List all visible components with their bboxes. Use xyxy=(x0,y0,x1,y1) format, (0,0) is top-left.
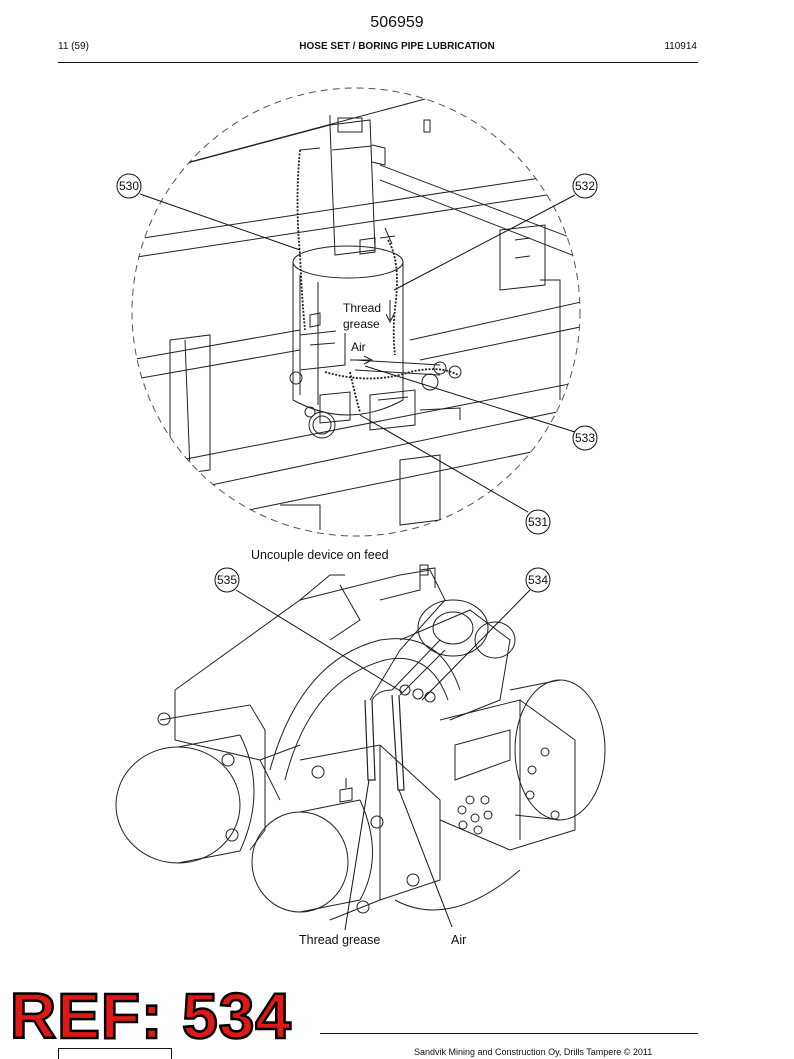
callout-532: 532 xyxy=(572,173,598,199)
callout-531: 531 xyxy=(525,509,551,535)
footer-rule xyxy=(320,1033,698,1034)
callout-535: 535 xyxy=(214,567,240,593)
ref-stamp: REF: 534 xyxy=(9,980,292,1052)
label-thread: Thread xyxy=(343,301,381,315)
label-grease: grease xyxy=(343,317,380,331)
svg-text:534: 534 xyxy=(528,573,548,587)
header-rule xyxy=(58,62,698,63)
callout-533: 533 xyxy=(572,425,598,451)
detail-circle xyxy=(131,87,581,537)
main-view: Uncouple device on feed xyxy=(115,548,606,947)
svg-text:530: 530 xyxy=(119,179,139,193)
footer-copyright: Sandvik Mining and Construction Oy, Dril… xyxy=(414,1047,653,1057)
svg-text:531: 531 xyxy=(528,515,548,529)
label-thread-grease: Thread grease xyxy=(299,933,380,947)
svg-text:535: 535 xyxy=(217,573,237,587)
svg-text:532: 532 xyxy=(575,179,595,193)
main-view-caption: Uncouple device on feed xyxy=(251,548,389,562)
revision-code: 110914 xyxy=(664,41,697,52)
section-title: HOSE SET / BORING PIPE LUBRICATION xyxy=(299,41,495,52)
label-air-main: Air xyxy=(451,933,466,947)
detail-view: Thread grease Air 530 532 533 531 xyxy=(116,87,598,537)
svg-text:533: 533 xyxy=(575,431,595,445)
callout-530: 530 xyxy=(116,173,142,199)
sandvik-logo xyxy=(58,1048,172,1059)
callout-534: 534 xyxy=(525,567,551,593)
document-number: 506959 xyxy=(370,14,424,31)
label-air: Air xyxy=(351,340,366,354)
page-index: 11 (59) xyxy=(58,41,89,52)
